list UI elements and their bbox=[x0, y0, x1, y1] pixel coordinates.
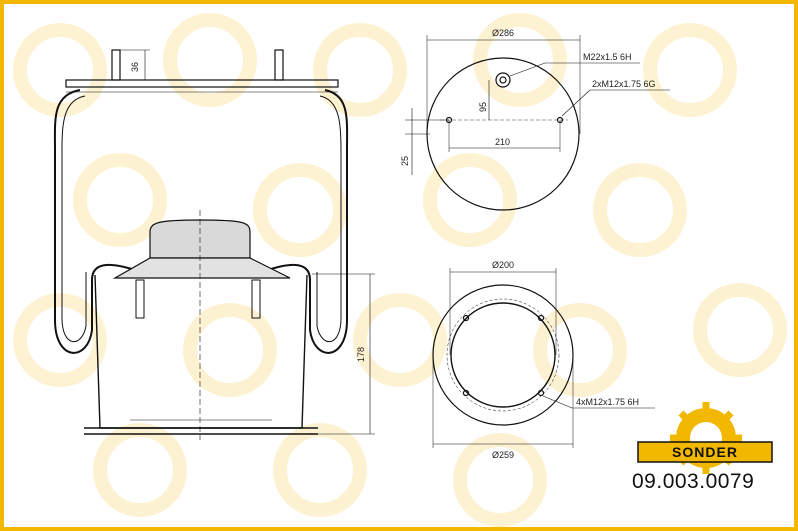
bottom-inner-circle bbox=[450, 302, 556, 408]
bottom-view bbox=[432, 268, 655, 448]
top-view bbox=[405, 35, 670, 211]
dim-offset-95: 95 bbox=[478, 102, 488, 112]
dim-top-studs: 2xM12x1.75 6G bbox=[592, 79, 656, 89]
dim-bottom-thread: 4xM12x1.75 6H bbox=[576, 397, 639, 407]
stud-left bbox=[111, 49, 121, 81]
bellow-outer bbox=[53, 89, 136, 354]
dim-height: 178 bbox=[356, 347, 366, 362]
part-number: 09.003.0079 bbox=[632, 470, 755, 493]
dim-offset-25: 25 bbox=[400, 156, 410, 166]
watermark-pattern bbox=[13, 13, 787, 527]
sonder-logo: SONDER bbox=[637, 402, 773, 474]
dim-bottom-outer-diameter: Ø259 bbox=[492, 450, 514, 460]
bottom-outer-circle bbox=[432, 284, 574, 426]
side-view bbox=[53, 49, 375, 440]
logo-text: SONDER bbox=[672, 444, 738, 460]
dim-stud-spacing: 210 bbox=[495, 137, 510, 147]
bellow-outer-right bbox=[267, 89, 349, 354]
stud-right bbox=[274, 49, 284, 81]
dim-top-thread: M22x1.5 6H bbox=[583, 52, 632, 62]
top-plate bbox=[65, 79, 339, 88]
dim-stud-height: 36 bbox=[130, 62, 140, 72]
dim-bottom-inner-diameter: Ø200 bbox=[492, 260, 514, 270]
dim-top-diameter: Ø286 bbox=[492, 28, 514, 38]
